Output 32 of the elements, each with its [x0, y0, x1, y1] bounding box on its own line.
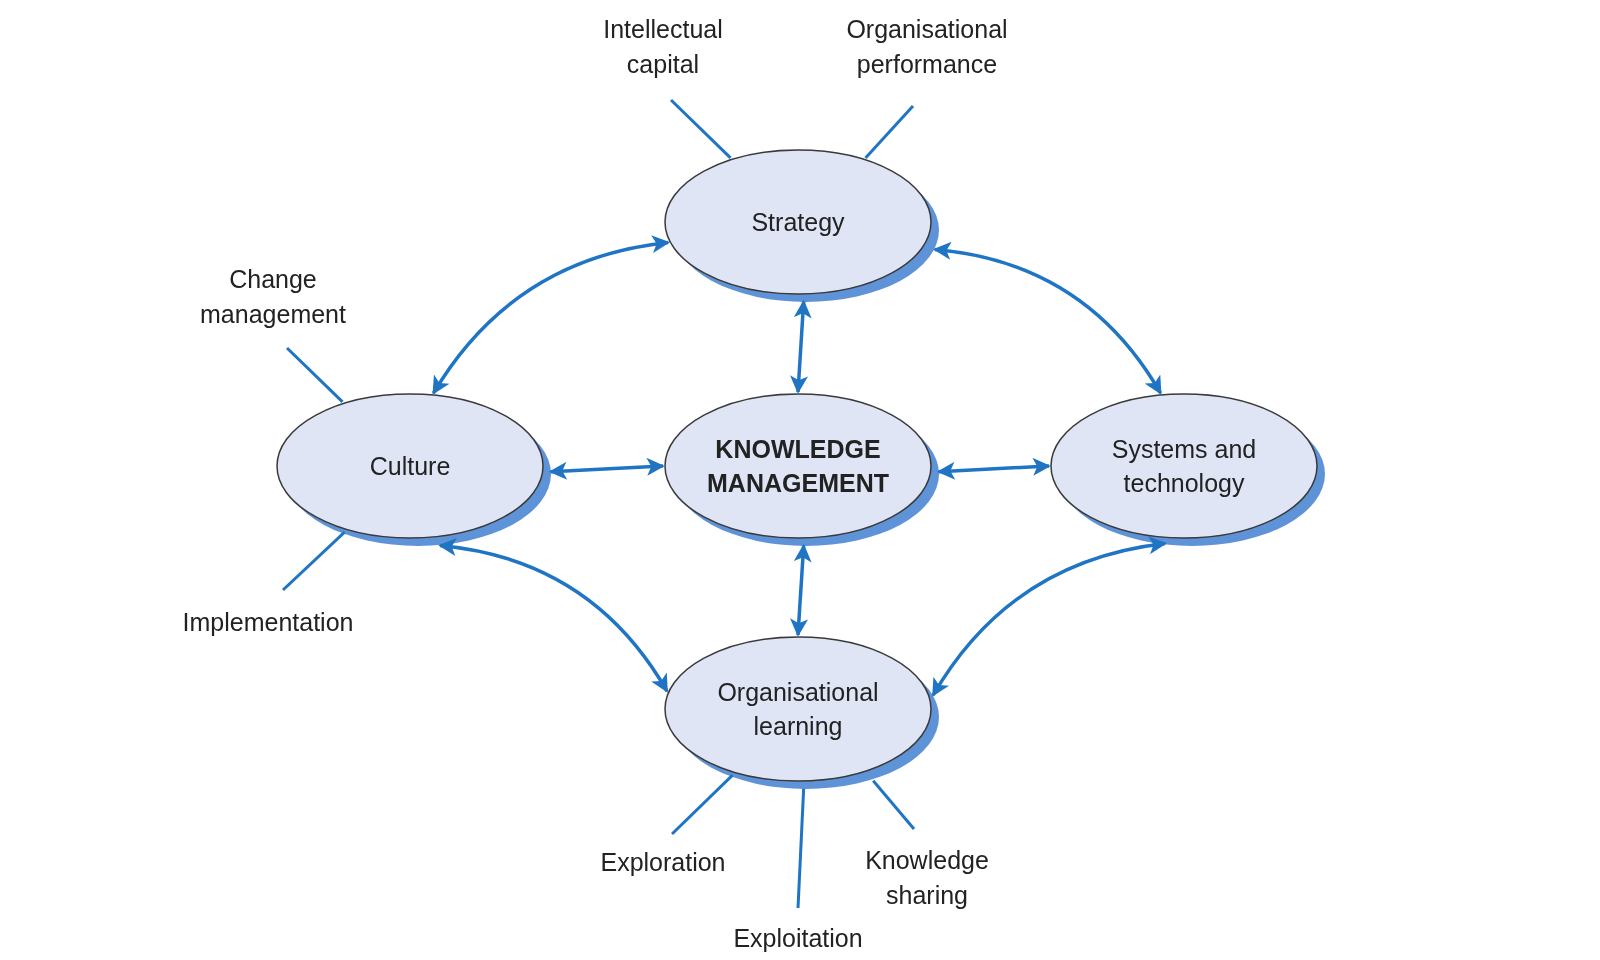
- node-label: KNOWLEDGE MANAGEMENT: [706, 434, 890, 499]
- node-label: Organisational learning: [716, 677, 880, 742]
- factor-label: Exploitation: [733, 923, 863, 954]
- leader-line: [872, 779, 916, 830]
- double-arrow: [933, 242, 1163, 395]
- ellipse-node: [663, 392, 941, 548]
- double-arrow: [790, 299, 812, 394]
- ellipse-node: [275, 392, 553, 548]
- leader-line: [669, 98, 732, 159]
- leader-line: [281, 531, 346, 592]
- double-arrow: [431, 235, 670, 395]
- factor-label: Knowledge sharing: [864, 845, 990, 911]
- leader-line: [864, 105, 915, 159]
- ellipse-node: [663, 148, 941, 304]
- leader-line: [670, 774, 734, 836]
- double-arrow: [931, 536, 1167, 697]
- factor-label: Implementation: [182, 607, 354, 638]
- node-label: Culture: [368, 451, 452, 482]
- node-label: Systems and technology: [1110, 434, 1258, 499]
- double-arrow: [936, 457, 1051, 480]
- factor-label: Organisational performance: [845, 14, 1009, 80]
- double-arrow: [438, 538, 669, 693]
- ellipse-node: [1049, 392, 1327, 548]
- factor-label: Intellectual capital: [602, 14, 724, 80]
- factor-label: Exploration: [600, 847, 726, 878]
- leader-line: [285, 346, 344, 403]
- leader-line: [796, 788, 806, 909]
- factor-label: Change management: [199, 264, 347, 330]
- double-arrow: [548, 457, 665, 480]
- node-label: Strategy: [750, 207, 846, 238]
- ellipse-node: [663, 635, 941, 791]
- double-arrow: [790, 543, 812, 637]
